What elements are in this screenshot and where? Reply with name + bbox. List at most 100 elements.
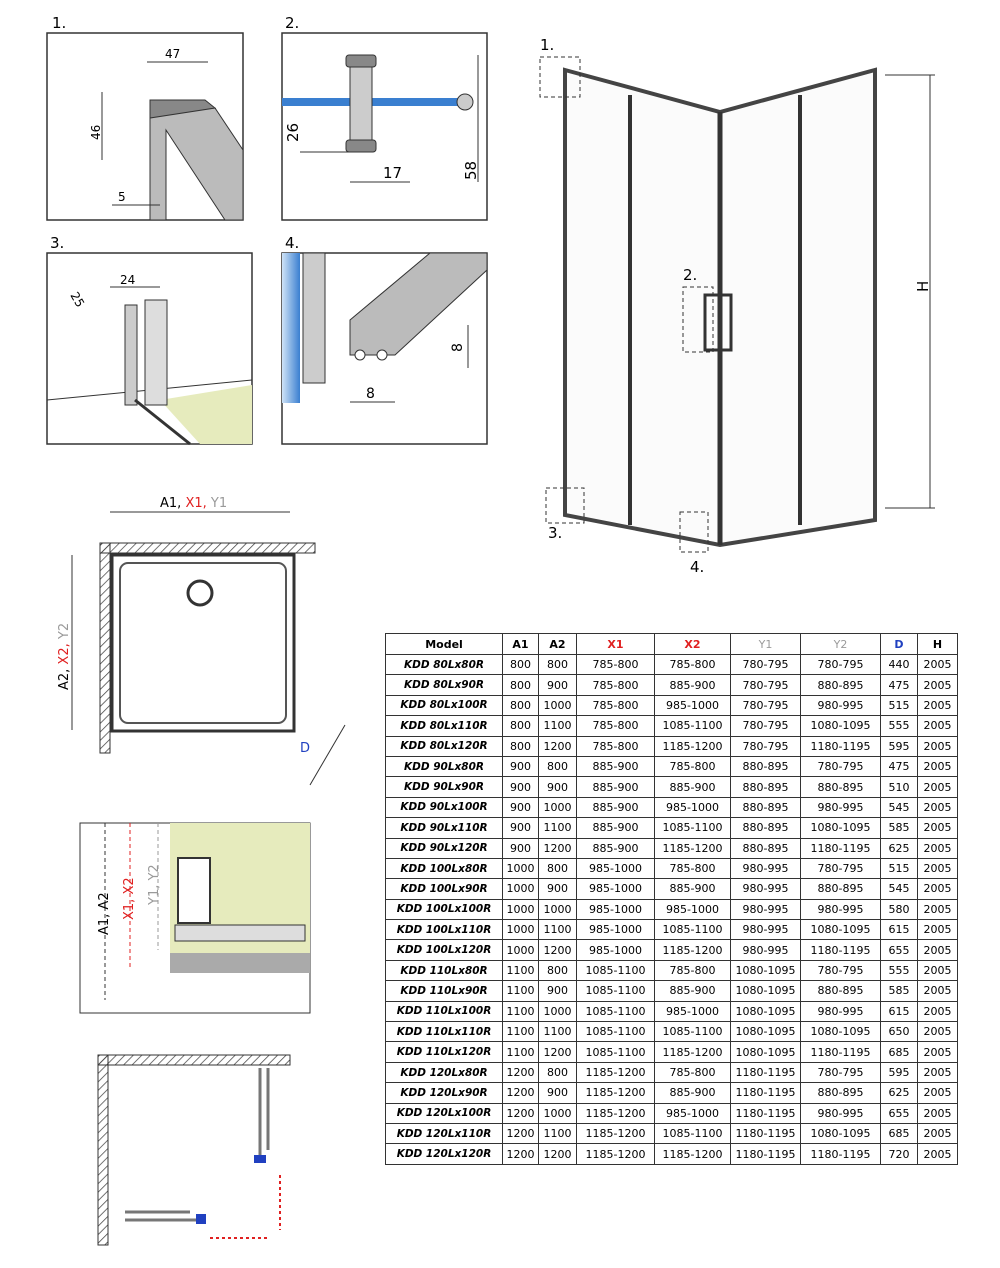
cell-a1: 1000: [502, 898, 539, 921]
model-cell: KDD 90Lx120R: [385, 837, 503, 859]
detail-3: 3. 25 24: [46, 234, 253, 446]
cell-x2: 885-900: [654, 980, 731, 1002]
cell-y2: 1180-1195: [800, 837, 881, 859]
cell-y2: 980-995: [800, 796, 881, 819]
cell-a2: 900: [538, 980, 577, 1002]
cell-x1: 1185-1200: [576, 1102, 655, 1124]
model-cell: KDD 110Lx100R: [385, 1000, 503, 1023]
model-cell: KDD 100Lx90R: [385, 878, 503, 900]
cell-a2: 1000: [538, 694, 577, 717]
detail-4-label: 4.: [285, 234, 299, 252]
cell-y1: 1180-1195: [730, 1082, 801, 1104]
cell-h: 2005: [917, 1061, 958, 1084]
cell-d: 475: [880, 755, 918, 778]
cell-a2: 1100: [538, 1122, 577, 1145]
detail-3-label: 3.: [50, 234, 64, 252]
cell-x1: 1085-1100: [576, 1000, 655, 1023]
cell-y2: 1080-1095: [800, 715, 881, 737]
cell-a1: 900: [502, 796, 539, 819]
model-cell: KDD 100Lx120R: [385, 939, 503, 961]
dim-47: 47: [165, 47, 180, 61]
cell-h: 2005: [917, 674, 958, 696]
cell-x1: 985-1000: [576, 919, 655, 941]
cell-y1: 980-995: [730, 878, 801, 900]
cell-d: 615: [880, 1000, 918, 1023]
cell-a2: 1000: [538, 898, 577, 921]
cell-a1: 1200: [502, 1061, 539, 1084]
cell-d: 625: [880, 1082, 918, 1104]
cell-y2: 1180-1195: [800, 939, 881, 961]
cell-h: 2005: [917, 715, 958, 737]
cell-y2: 780-795: [800, 857, 881, 880]
cell-a1: 1100: [502, 980, 539, 1002]
cell-x1: 1085-1100: [576, 1021, 655, 1043]
model-cell: KDD 120Lx120R: [385, 1143, 503, 1165]
cell-y2: 980-995: [800, 1000, 881, 1023]
model-cell: KDD 100Lx80R: [385, 857, 503, 880]
cell-d: 625: [880, 837, 918, 859]
cell-y1: 1080-1095: [730, 1000, 801, 1023]
cell-y2: 780-795: [800, 653, 881, 676]
column-header-model: Model: [385, 633, 503, 655]
cell-h: 2005: [917, 857, 958, 880]
cell-a2: 1100: [538, 1021, 577, 1043]
cell-x2: 785-800: [654, 653, 731, 676]
cell-y2: 1180-1195: [800, 1041, 881, 1063]
cell-x1: 885-900: [576, 776, 655, 798]
cell-h: 2005: [917, 796, 958, 819]
model-cell: KDD 80Lx100R: [385, 694, 503, 717]
plan-top-y: Y1: [210, 496, 227, 511]
cell-d: 720: [880, 1143, 918, 1165]
cell-y1: 780-795: [730, 653, 801, 676]
detail-1-label: 1.: [52, 14, 66, 32]
cell-a2: 1200: [538, 837, 577, 859]
cell-y2: 880-895: [800, 1082, 881, 1104]
cell-x1: 1085-1100: [576, 1041, 655, 1063]
cell-x2: 985-1000: [654, 694, 731, 717]
cell-h: 2005: [917, 919, 958, 941]
cell-d: 545: [880, 796, 918, 819]
detail-2-label: 2.: [285, 14, 299, 32]
cell-h: 2005: [917, 1021, 958, 1043]
cell-y2: 880-895: [800, 776, 881, 798]
cell-x2: 885-900: [654, 776, 731, 798]
detail-2: 2. 26 17 58: [281, 14, 488, 221]
column-header-y2: Y2: [800, 633, 881, 655]
model-cell: KDD 110Lx90R: [385, 980, 503, 1002]
plan-top-a: A1,: [160, 496, 181, 511]
detail-1: 1. 47 46 5: [46, 14, 244, 221]
model-cell: KDD 120Lx100R: [385, 1102, 503, 1124]
callout-2: 2.: [683, 266, 697, 284]
cell-a2: 800: [538, 653, 577, 676]
cell-a1: 900: [502, 817, 539, 839]
cell-a2: 1000: [538, 796, 577, 819]
cell-x1: 885-900: [576, 796, 655, 819]
cell-a1: 900: [502, 776, 539, 798]
dim-26: 26: [284, 123, 302, 142]
cell-x2: 785-800: [654, 1061, 731, 1084]
cell-y1: 780-795: [730, 674, 801, 696]
cell-y2: 1080-1095: [800, 1021, 881, 1043]
cell-x1: 785-800: [576, 694, 655, 717]
cell-h: 2005: [917, 1102, 958, 1124]
column-header-y1: Y1: [730, 633, 801, 655]
profile-label-x: X1, X2: [122, 877, 137, 920]
svg-text:A2, X2, Y2: A2, X2, Y2: [57, 623, 72, 690]
model-cell: KDD 120Lx90R: [385, 1082, 503, 1104]
cell-x1: 1085-1100: [576, 959, 655, 982]
cell-a1: 1000: [502, 939, 539, 961]
cell-a2: 1200: [538, 735, 577, 757]
model-cell: KDD 100Lx100R: [385, 898, 503, 921]
cell-a2: 1000: [538, 1102, 577, 1124]
